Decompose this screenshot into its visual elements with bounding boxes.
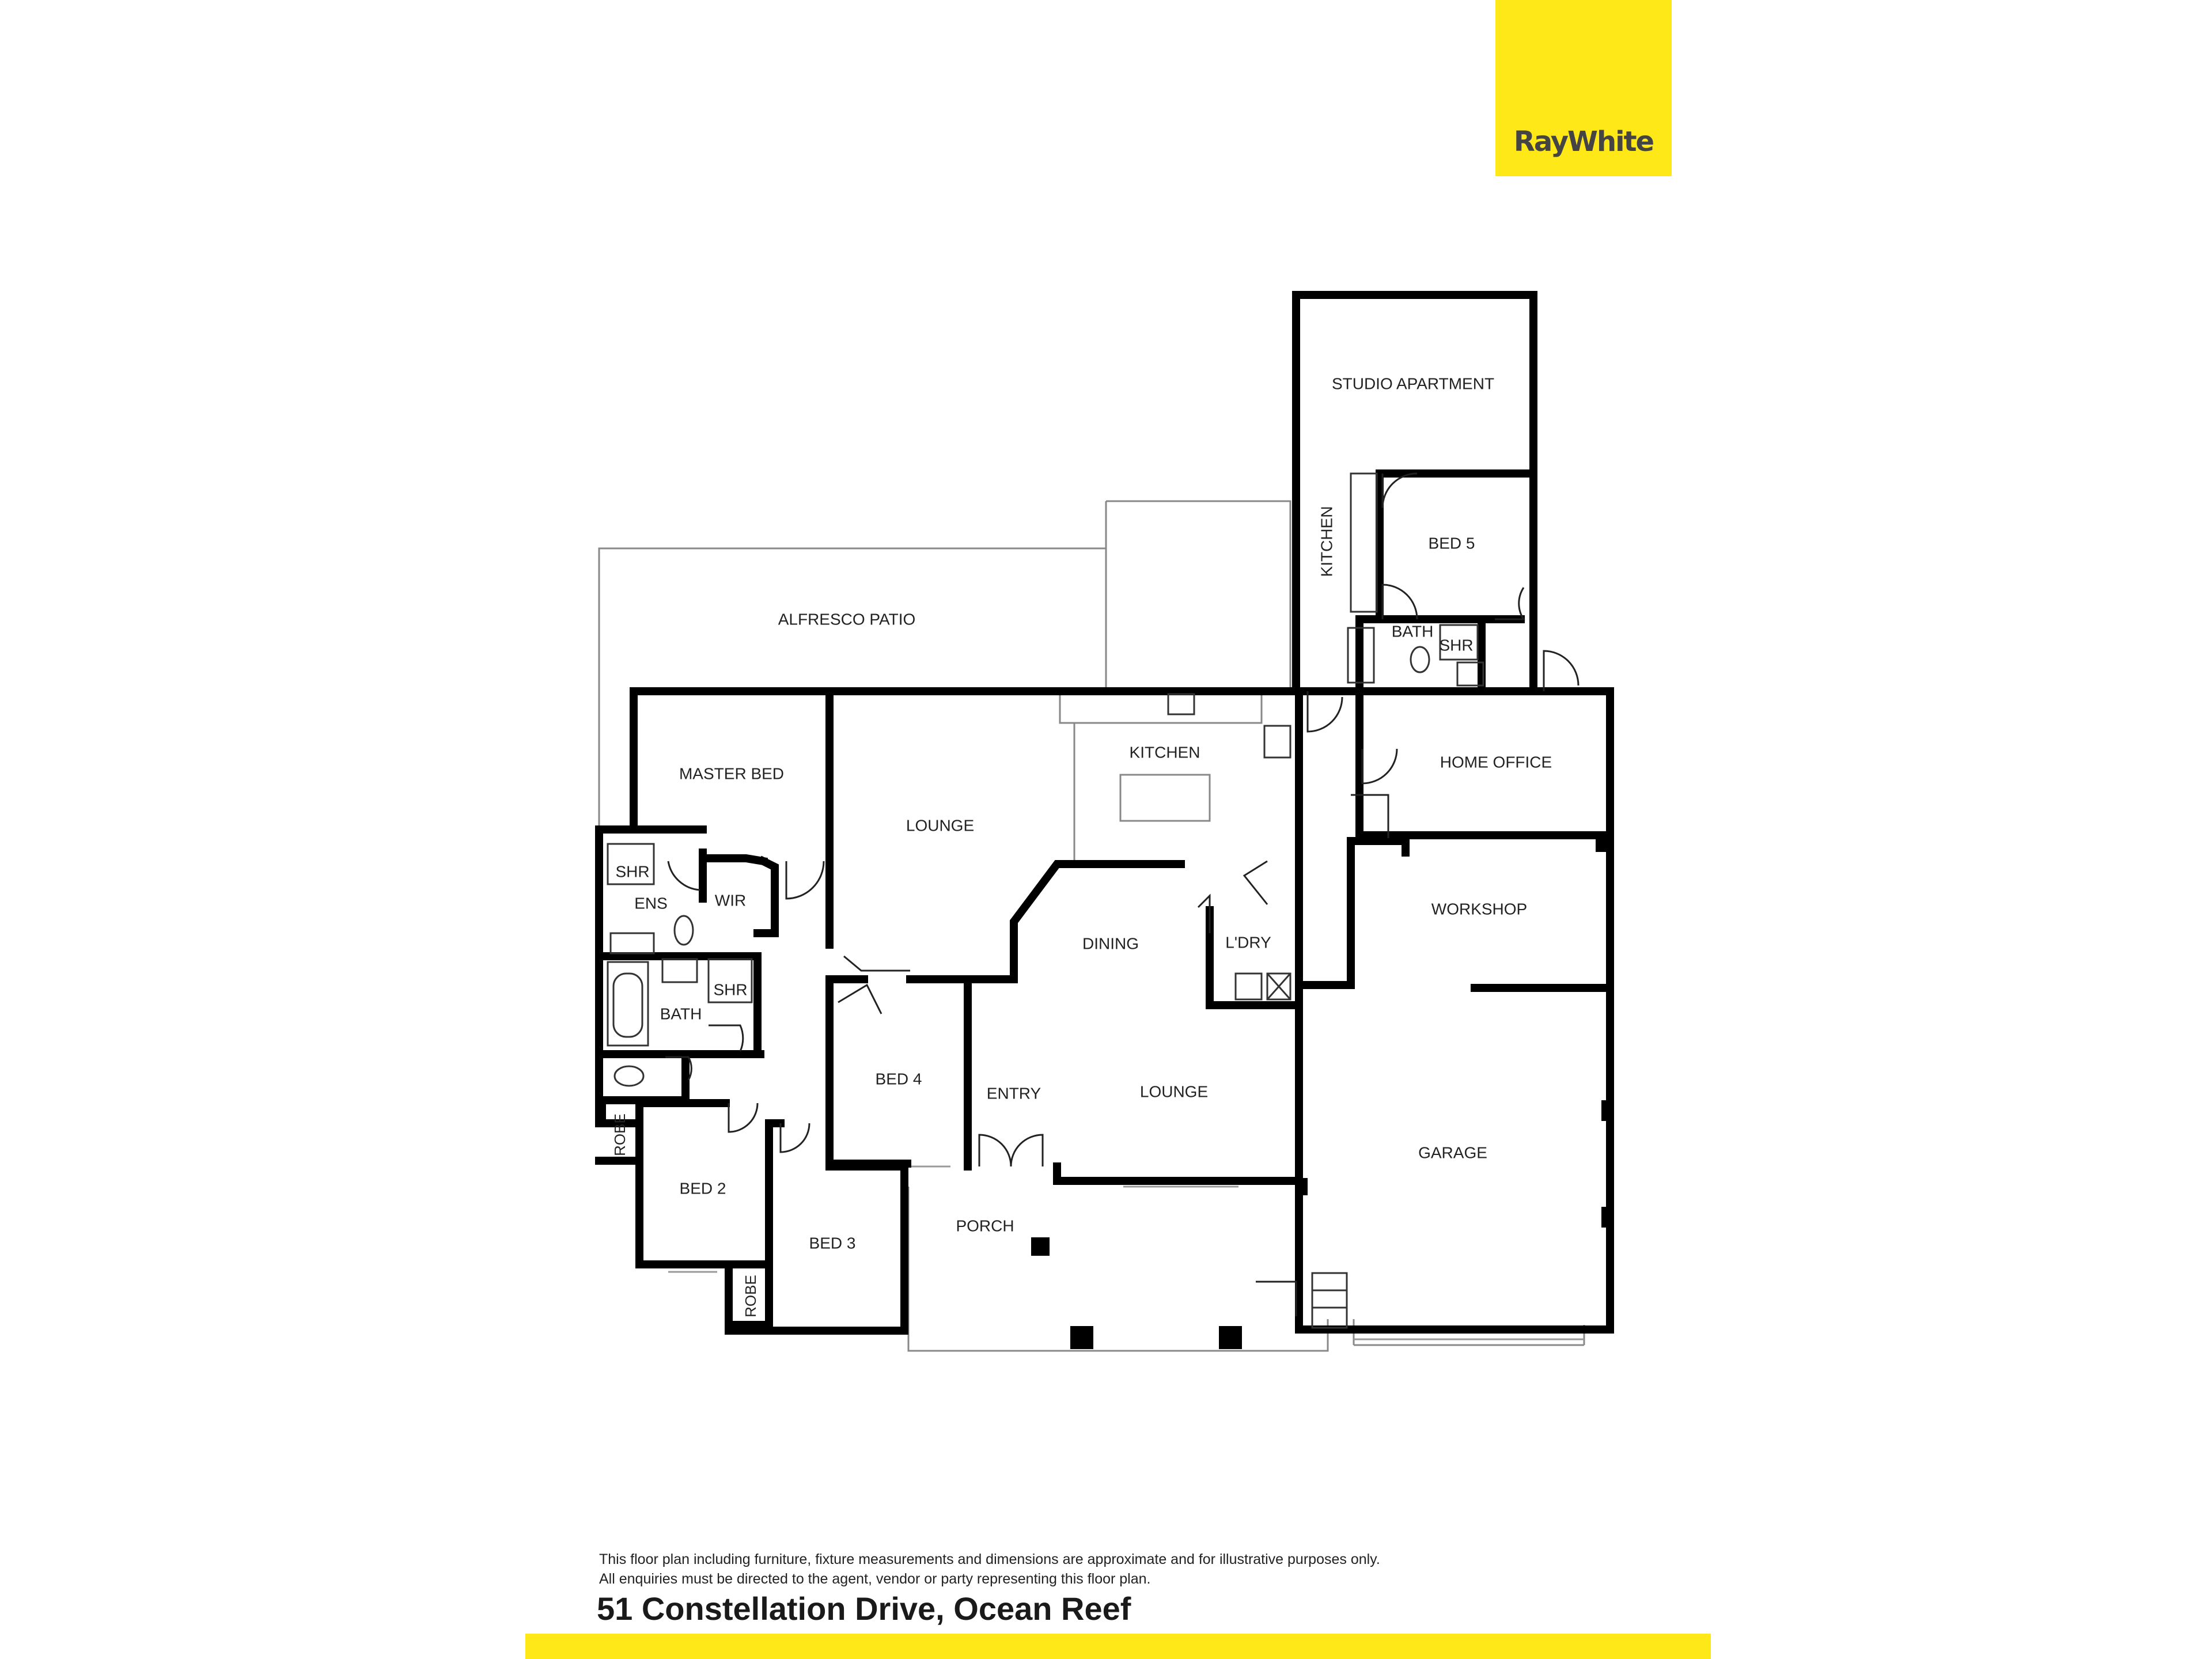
label-garage: GARAGE [1418,1143,1487,1161]
label-shr-ens: SHR [615,862,649,880]
thin-outlines [598,500,1585,1352]
label-bed2: BED 2 [680,1179,726,1197]
footer-bar [525,1634,1711,1659]
label-lounge-front: LOUNGE [1140,1082,1208,1100]
label-entry: ENTRY [987,1084,1041,1102]
label-shr-bath: SHR [713,980,747,998]
posts [1031,837,1612,1349]
label-kitchen-studio: KITCHEN [1317,506,1335,577]
label-kitchen: KITCHEN [1130,743,1200,761]
label-ldry: L'DRY [1225,933,1271,951]
label-workshop: WORKSHOP [1431,900,1527,918]
label-shr-studio: SHR [1439,636,1473,654]
label-dining: DINING [1082,934,1139,952]
label-wir: WIR [715,891,746,909]
label-ens: ENS [634,894,668,912]
disclaimer-line-1: This floor plan including furniture, fix… [599,1551,1380,1567]
disclaimer: This floor plan including furniture, fix… [599,1550,1380,1589]
window-lines [601,690,1584,1340]
label-bed4: BED 4 [876,1070,922,1088]
label-master-bed: MASTER BED [679,764,784,782]
brand-logo: RayWhite [1513,126,1654,158]
disclaimer-line-2: All enquiries must be directed to the ag… [599,1571,1151,1587]
label-lounge-rear: LOUNGE [906,816,974,834]
label-bath: BATH [660,1005,702,1022]
property-address: 51 Constellation Drive, Ocean Reef [597,1590,1131,1627]
label-studio-apartment: STUDIO APARTMENT [1332,374,1494,392]
label-home-office: HOME OFFICE [1440,753,1552,771]
fixtures [607,472,1484,1329]
label-robe-2: ROBE [742,1275,759,1317]
door-swings [665,472,1580,1316]
label-bed3: BED 3 [809,1234,856,1252]
brand-logo-box: RayWhite [1495,0,1672,176]
label-bath-studio: BATH [1392,622,1434,640]
walls [595,291,1614,1335]
label-bed5: BED 5 [1429,534,1475,552]
label-robe-1: ROBE [611,1113,628,1156]
room-labels: STUDIO APARTMENT KITCHEN BED 5 BATH SHR … [611,374,1552,1317]
label-alfresco-patio: ALFRESCO PATIO [778,610,916,628]
label-porch: PORCH [956,1217,1014,1234]
